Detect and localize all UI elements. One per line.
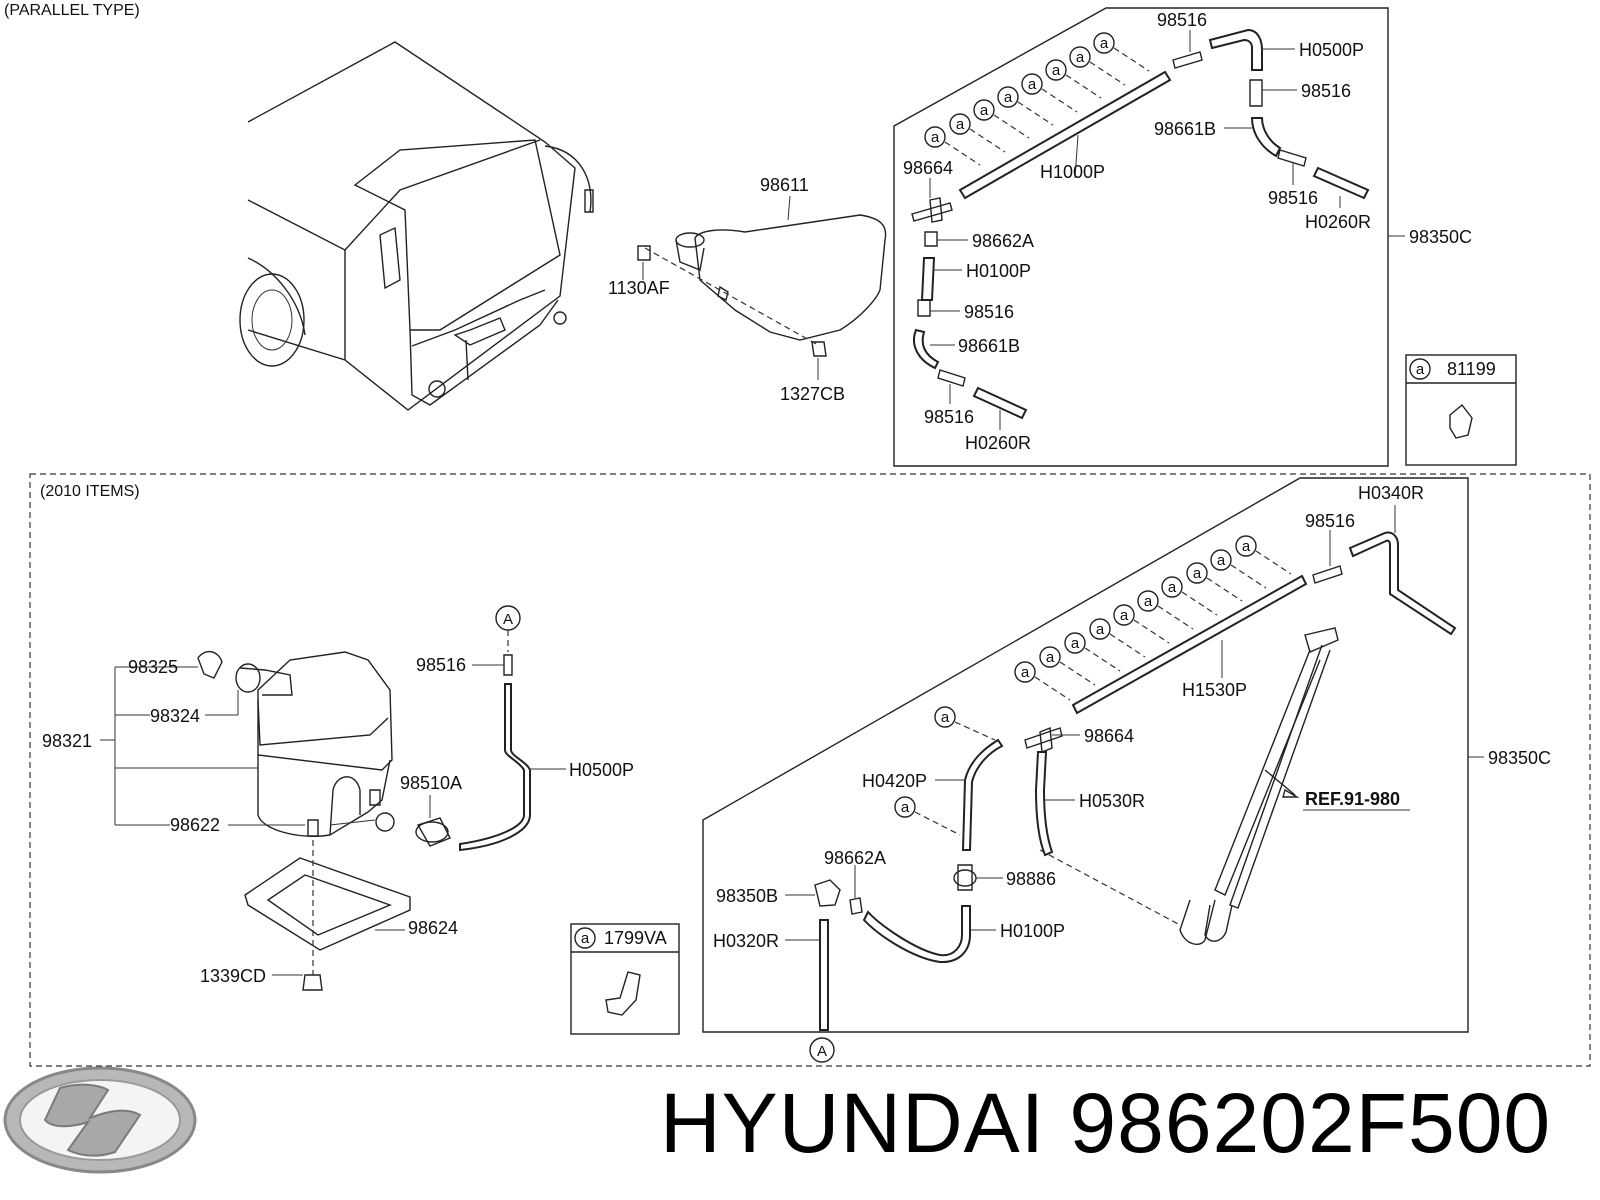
label-98661B-top: 98661B [958,336,1020,356]
svg-text:a: a [1071,635,1080,652]
label-H0100P-bottom: H0100P [1000,921,1065,941]
top-left-fittings [911,197,1028,420]
label-H0260R-top: H0260R [965,433,1031,453]
label-98516-top-b: 98516 [924,407,974,427]
label-H1530P: H1530P [1182,680,1247,700]
top-section-label: (PARALLEL TYPE) [4,2,140,19]
svg-text:a: a [956,116,965,133]
label-ref: REF.91-980 [1305,789,1400,809]
clip-81199-letter: a [1416,361,1425,378]
label-98324: 98324 [150,706,200,726]
label-98622: 98622 [170,815,220,835]
top-group-frame [893,7,1389,467]
label-98350C-top: 98350C [1409,227,1472,247]
label-H0500P-bottom: H0500P [569,760,634,780]
svg-text:a: a [980,102,989,119]
label-H1000P: H1000P [1040,162,1105,182]
svg-text:a: a [1144,593,1153,610]
label-H0260R-top-right: H0260R [1305,212,1371,232]
svg-text:a: a [1168,579,1177,596]
label-98662A-top: 98662A [972,231,1034,251]
svg-text:a: a [1028,76,1037,93]
hose-H1530P [1071,574,1308,715]
label-98350C-bottom: 98350C [1488,748,1551,768]
svg-text:a: a [1217,552,1226,569]
label-98516-top-c: 98516 [1157,10,1207,30]
label-81199: 81199 [1447,359,1496,379]
bottom-callout-circles: a a a a a a a a a a [1014,535,1292,701]
label-98624: 98624 [408,918,458,938]
label-98510A: 98510A [400,773,462,793]
bottom-section-label: (2010 ITEMS) [40,483,140,500]
label-1130AF: 1130AF [608,278,670,298]
svg-text:a: a [1120,607,1129,624]
label-H0530R: H0530R [1079,791,1145,811]
svg-text:a: a [901,799,910,816]
bottom-center-fittings: a a A [809,706,1063,1063]
label-98516-bottom-right: 98516 [1305,511,1355,531]
svg-text:a: a [1096,621,1105,638]
svg-text:a: a [1052,62,1061,79]
marker-A-top: A [503,611,513,628]
label-H0340R: H0340R [1358,483,1424,503]
top-callout-circles: a a a a a a a a [924,32,1150,166]
label-H0420P: H0420P [862,771,927,791]
top-right-fittings [1172,28,1370,200]
reservoir-illustration [197,651,395,837]
label-98611: 98611 [760,175,809,195]
label-1327CB: 1327CB [780,384,845,404]
marker-A-bottom: A [817,1043,827,1060]
label-98516-bottom-left: 98516 [416,655,466,675]
wiper-arm-illustration [1039,627,1339,946]
label-98516-top-a: 98516 [964,302,1014,322]
svg-text:a: a [941,709,950,726]
svg-text:a: a [1046,649,1055,666]
label-H0500P-top: H0500P [1299,40,1364,60]
label-98662A-bottom: 98662A [824,848,886,868]
bus-illustration [239,41,594,411]
svg-text:a: a [931,129,940,146]
label-98321: 98321 [42,731,92,751]
clip-81199-box: a 81199 [1405,354,1517,466]
bracket-illustration [244,840,411,991]
svg-text:a: a [1193,565,1202,582]
brand-part-number: HYUNDAI 986202F500 [660,1076,1552,1170]
label-98516-top-d: 98516 [1301,81,1351,101]
label-98325: 98325 [128,657,178,677]
pump-and-hose: A [415,605,531,852]
label-98886: 98886 [1006,869,1056,889]
hyundai-logo [3,1066,197,1174]
svg-text:a: a [1004,89,1013,106]
bottom-section-frame [29,473,1591,1067]
label-98350B: 98350B [716,886,778,906]
label-1799VA: 1799VA [604,928,667,948]
svg-text:a: a [1242,538,1251,555]
svg-text:a: a [1076,49,1085,66]
hose-H1000P [958,70,1172,200]
bottom-group-frame [702,477,1469,1033]
clip-1799VA-box: a 1799VA [570,923,680,1035]
label-H0320R: H0320R [713,931,779,951]
label-1339CD: 1339CD [200,966,266,986]
label-H0100P-top: H0100P [966,261,1031,281]
reservoir-leaders [100,666,405,976]
label-98664-top: 98664 [903,158,953,178]
bottom-top-right-fittings [1312,531,1457,636]
label-98516-top-e: 98516 [1268,188,1318,208]
label-98661B-top-right: 98661B [1154,119,1216,139]
clip-1799VA-letter: a [581,930,590,947]
label-98664-bottom: 98664 [1084,726,1134,746]
washer-tank-illustration [637,214,887,357]
svg-text:a: a [1100,35,1109,52]
svg-text:a: a [1021,664,1030,681]
